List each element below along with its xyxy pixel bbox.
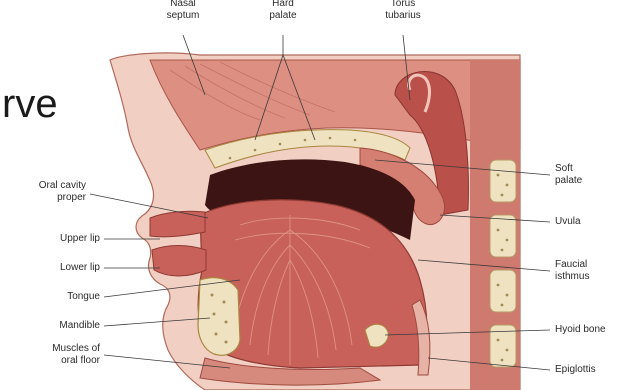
- upper-lip: [150, 211, 205, 237]
- label-epiglottis: Epiglottis: [555, 364, 630, 376]
- label-mandible: Mandible: [20, 320, 100, 332]
- label-lower-lip: Lower lip: [20, 262, 100, 274]
- slide-text-fragment: rve: [2, 82, 58, 126]
- label-upper-lip: Upper lip: [20, 233, 100, 245]
- label-hyoid-bone: Hyoid bone: [555, 324, 630, 336]
- label-tongue: Tongue: [20, 291, 100, 303]
- lower-lip: [152, 246, 206, 277]
- mandible: [198, 278, 240, 356]
- label-uvula: Uvula: [555, 216, 615, 228]
